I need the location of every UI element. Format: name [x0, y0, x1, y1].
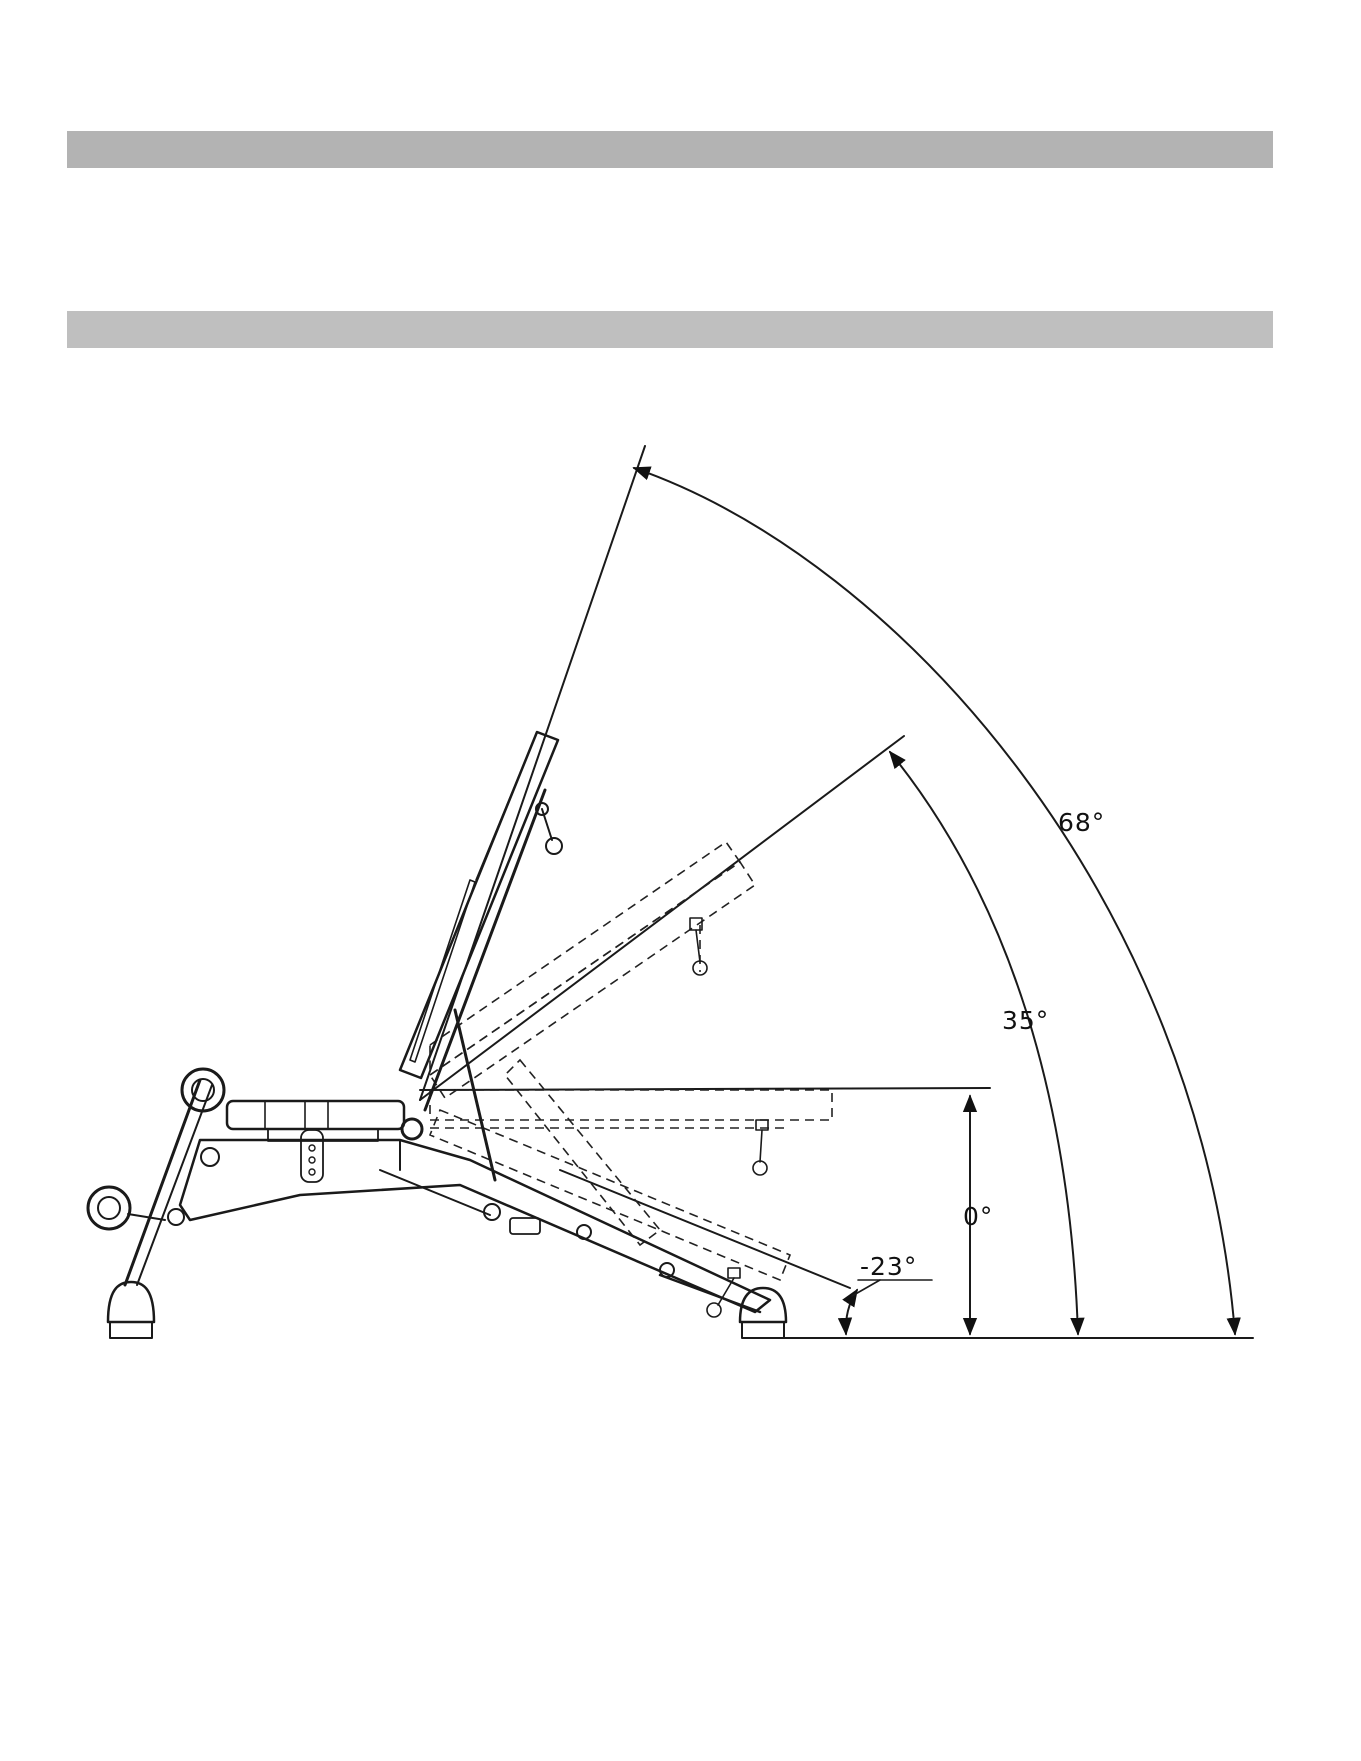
pivot-joint	[402, 1119, 422, 1139]
seat-pad	[227, 1101, 404, 1141]
adjustment-handle-upright	[536, 803, 562, 854]
upright-reference-line	[420, 446, 645, 1100]
backrest-support-rail	[425, 790, 545, 1110]
ghost-decline-backrest	[430, 1060, 790, 1280]
decline-angle-label: -23°	[860, 1252, 917, 1281]
bench-frame	[168, 1140, 770, 1312]
flat-angle-label: 0°	[963, 1202, 993, 1231]
rear-leg	[660, 1275, 760, 1312]
decline-angle-arc	[846, 1290, 857, 1334]
front-foot	[108, 1282, 154, 1338]
incline-angle-arc	[890, 752, 1078, 1334]
incline-angle-label: 35°	[1002, 1006, 1049, 1035]
incline-reference-line	[420, 736, 904, 1100]
upper-leg-roller	[182, 1069, 224, 1111]
front-leg-inner	[137, 1085, 212, 1285]
seat-adjust-post	[301, 1130, 323, 1182]
decline-label-leader	[852, 1280, 880, 1296]
upright-angle-label: 68°	[1058, 808, 1105, 837]
front-leg	[125, 1080, 200, 1285]
backrest-pad	[400, 732, 558, 1078]
adjustment-handle-incline	[690, 918, 707, 975]
upright-angle-arc	[634, 468, 1235, 1334]
ghost-flat-backrest	[430, 1090, 832, 1128]
